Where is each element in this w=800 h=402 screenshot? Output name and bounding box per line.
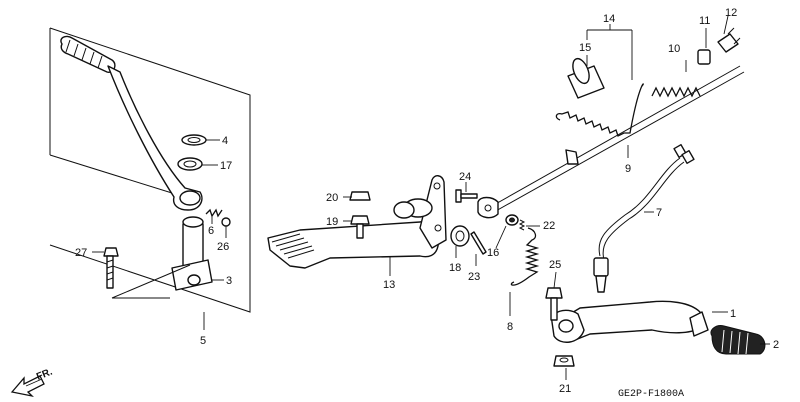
callout-18: 18: [449, 262, 461, 274]
callout-26: 26: [217, 241, 229, 253]
pedal-bolt: [545, 287, 563, 321]
callout-23: 23: [468, 271, 480, 283]
callout-8: 8: [507, 321, 513, 333]
callout-10: 10: [668, 43, 680, 55]
kick-spindle: [171, 216, 213, 291]
circlip: [181, 134, 207, 146]
brake-rod: [491, 65, 745, 213]
callout-1: 1: [730, 308, 736, 320]
callout-6: 6: [208, 225, 214, 237]
brake-rod-joint: [697, 49, 711, 65]
callout-3: 3: [226, 275, 232, 287]
callout-16: 16: [487, 247, 499, 259]
change-pedal-group: [545, 287, 766, 367]
cotter-pin: [470, 231, 487, 255]
brake-pedal: [267, 219, 441, 269]
callout-13: 13: [383, 279, 395, 291]
drawing-code: GE2P-F1800A: [618, 389, 684, 400]
callout-14: 14: [603, 13, 615, 25]
callout-7: 7: [656, 207, 662, 219]
washer-2: [505, 214, 519, 226]
return-spring: [510, 227, 540, 286]
front-arrow-icon: [10, 375, 45, 398]
rod-spring: [651, 86, 701, 98]
callout-25: 25: [549, 259, 561, 271]
callout-21: 21: [559, 383, 571, 395]
brake-rod-group: [477, 27, 745, 219]
callout-17: 17: [220, 160, 232, 172]
pinch-bolt: [103, 247, 119, 289]
callout-15: 15: [579, 42, 591, 54]
callout-20: 20: [326, 192, 338, 204]
small-spring: [205, 208, 223, 218]
pedal-nut: [553, 355, 575, 367]
callout-19: 19: [326, 216, 338, 228]
switch-spring: [518, 219, 526, 231]
front-arrow: FR.: [10, 366, 54, 398]
adjusting-nut: [717, 27, 741, 53]
front-label: FR.: [35, 366, 54, 382]
kick-starter-group: [49, 27, 251, 313]
kick-arm: [107, 65, 203, 211]
stop-switch: [593, 143, 695, 293]
callout-4: 4: [222, 135, 228, 147]
joint-pin: [455, 189, 478, 203]
group-outline: [49, 27, 251, 313]
callout-5: 5: [200, 335, 206, 347]
callout-12: 12: [725, 7, 737, 19]
kick-grip: [60, 35, 116, 73]
spring-sleeve: [567, 57, 605, 99]
brake-pedal-group: [267, 175, 540, 286]
callout-9: 9: [625, 163, 631, 175]
callouts: 1 2 3 4 5 6 7 8 9 10 11 12 13 14 15 16 1…: [75, 7, 779, 395]
callout-11: 11: [699, 15, 710, 27]
stop-switch-spring: [555, 83, 644, 137]
steel-ball: [221, 217, 231, 227]
nut: [349, 191, 371, 201]
callout-27: 27: [75, 247, 87, 259]
washer: [177, 157, 203, 171]
pedal-rubber: [710, 325, 766, 355]
callout-2: 2: [773, 339, 779, 351]
callout-22: 22: [543, 220, 555, 232]
callout-24: 24: [459, 171, 471, 183]
leader-lines: [92, 15, 770, 380]
dust-seal: [450, 225, 470, 247]
